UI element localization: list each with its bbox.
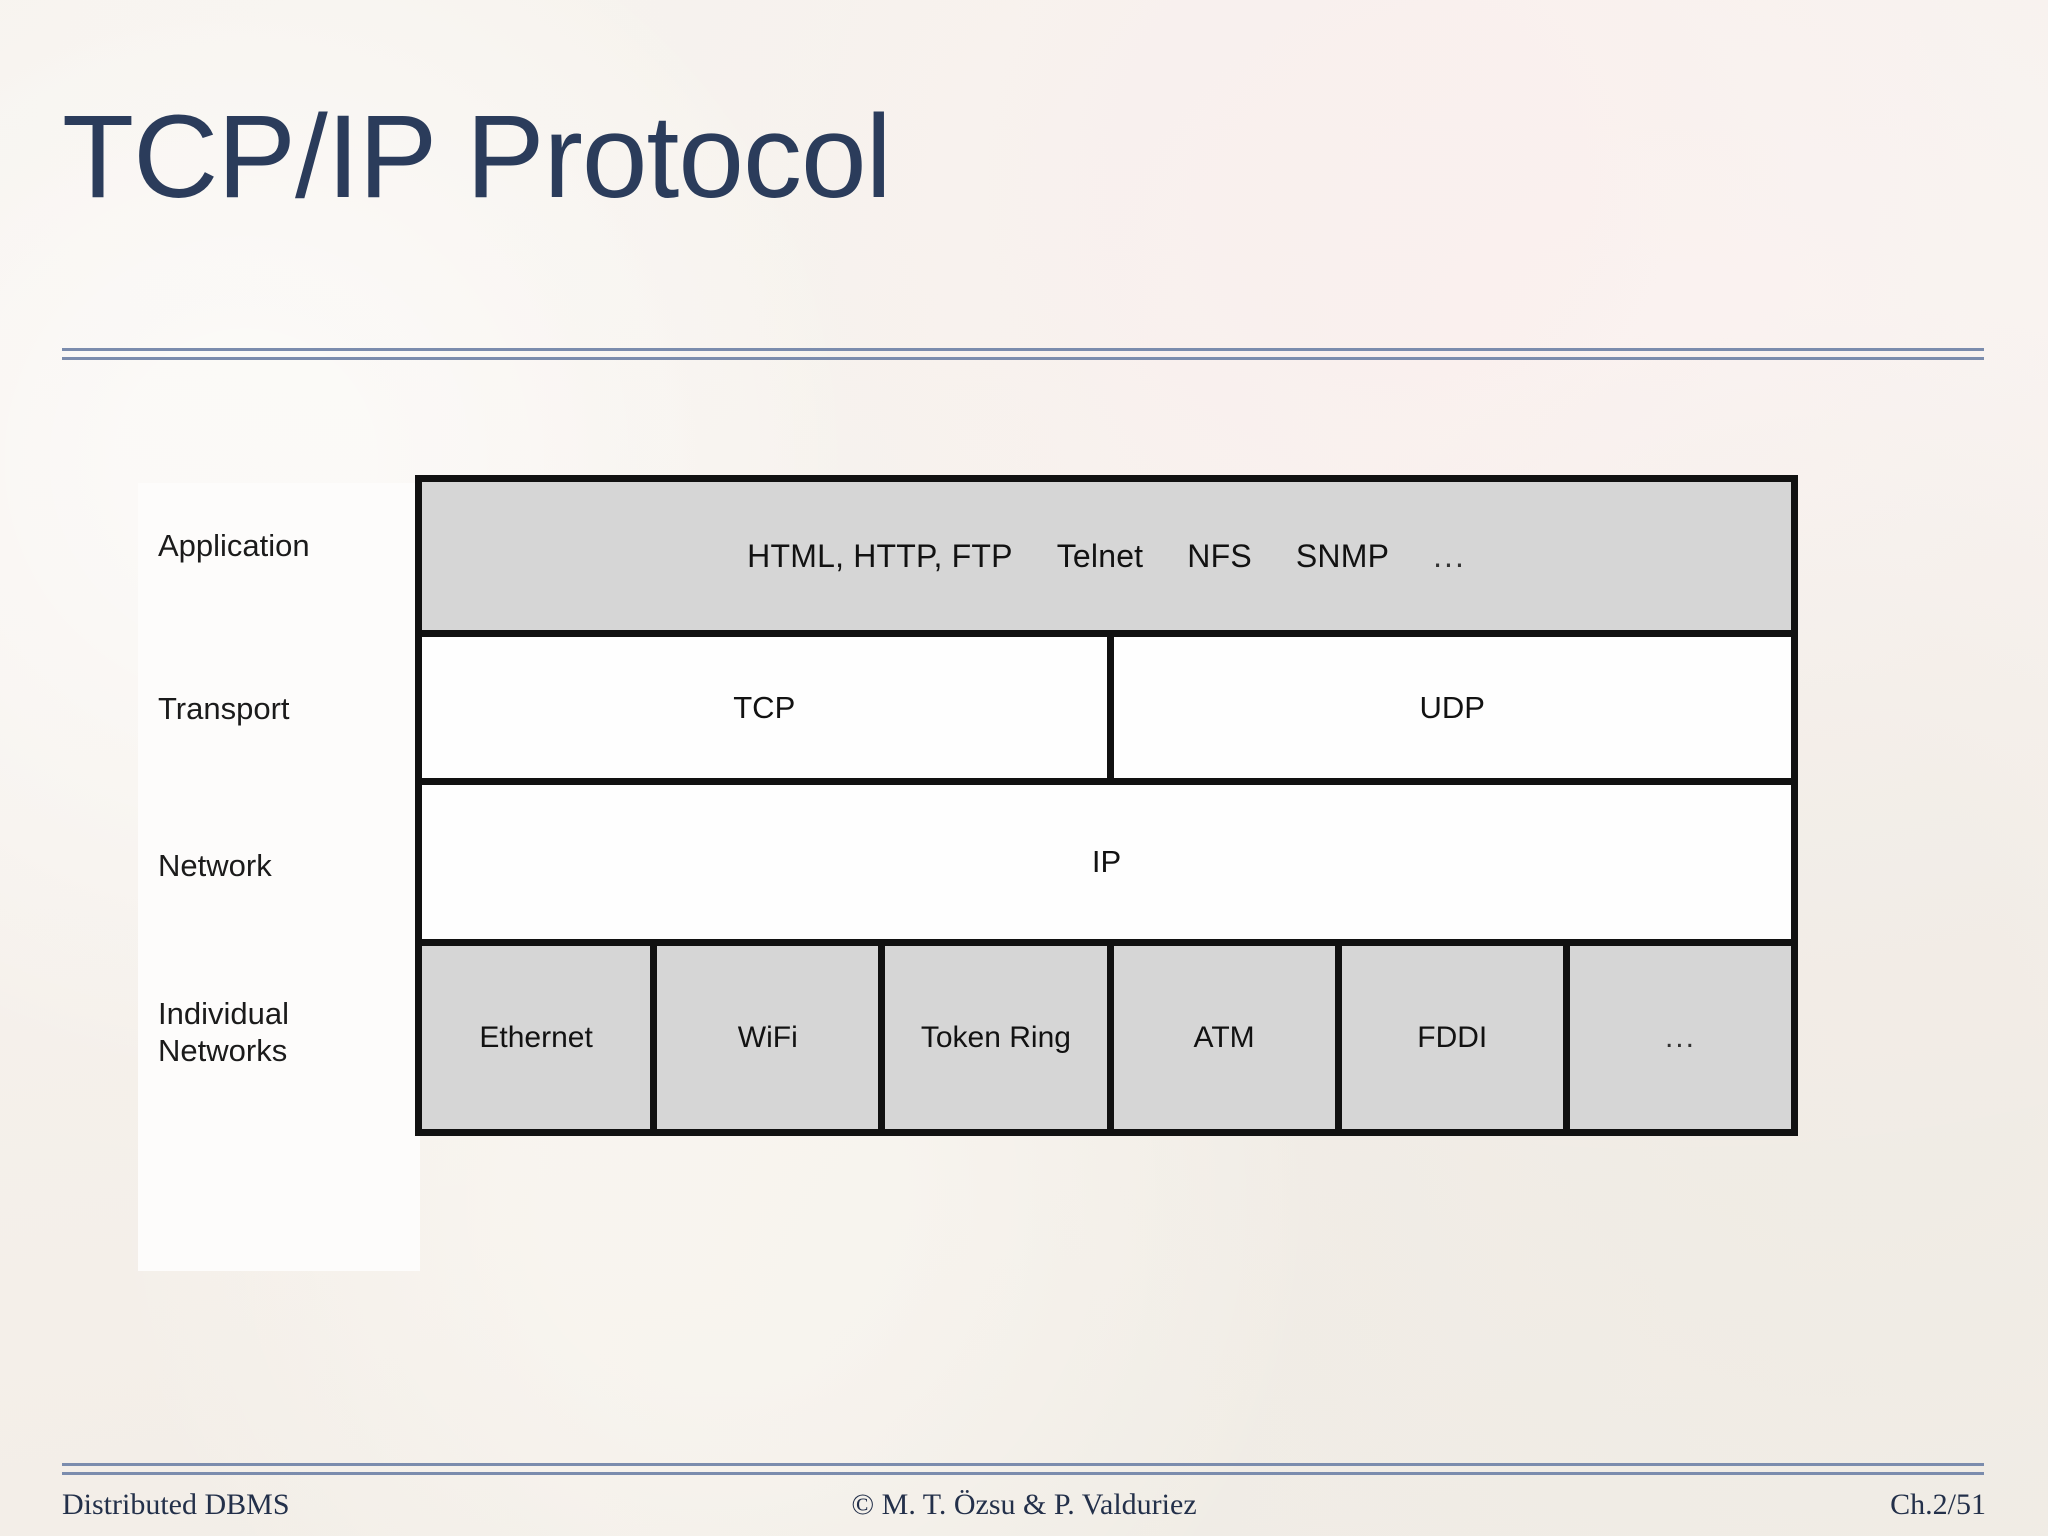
- layer-cell-udp[interactable]: UDP: [1106, 637, 1791, 778]
- layer-cell-atm[interactable]: ATM: [1106, 946, 1335, 1129]
- layer-row-transport: TCP UDP: [422, 630, 1791, 778]
- layer-label-panel: [138, 483, 420, 1271]
- layer-cell-ip[interactable]: IP: [422, 785, 1791, 939]
- application-protocol-item: HTML, HTTP, FTP: [747, 537, 1013, 574]
- layer-cell-wifi[interactable]: WiFi: [650, 946, 879, 1129]
- header-divider-line-bottom: [62, 357, 1984, 360]
- layer-row-individual-networks: Ethernet WiFi Token Ring ATM FDDI ...: [422, 939, 1792, 1129]
- application-protocol-ellipsis: ...: [1433, 537, 1466, 574]
- layer-label-application: Application: [158, 528, 310, 563]
- protocol-stack: HTML, HTTP, FTP Telnet NFS SNMP ... TCP …: [415, 475, 1798, 1136]
- layer-cell-ellipsis[interactable]: ...: [1562, 946, 1792, 1129]
- footer-page-number: Ch.2/51: [1890, 1488, 1986, 1521]
- footer-copyright: © M. T. Özsu & P. Valduriez: [851, 1488, 1197, 1521]
- page-title: TCP/IP Protocol: [62, 91, 892, 223]
- application-protocol-item: NFS: [1187, 537, 1252, 574]
- layer-cell-token-ring[interactable]: Token Ring: [878, 946, 1107, 1129]
- layer-label-individual-line1: Individual: [158, 996, 289, 1031]
- layer-cell-tcp[interactable]: TCP: [422, 637, 1107, 778]
- footer-divider: [62, 1463, 1984, 1475]
- layer-label-individual-networks: Individual Networks: [158, 996, 408, 1069]
- layer-label-individual-line2: Networks: [158, 1032, 288, 1068]
- layer-label-network: Network: [158, 848, 272, 883]
- footer-divider-line-bottom: [62, 1472, 1984, 1475]
- layer-cell-application-protocols[interactable]: HTML, HTTP, FTP Telnet NFS SNMP ...: [422, 482, 1791, 630]
- footer-course-name: Distributed DBMS: [62, 1488, 290, 1521]
- tcp-ip-layer-diagram: Application Transport Network Individual…: [138, 475, 1798, 1271]
- application-protocol-item: Telnet: [1056, 537, 1144, 574]
- application-protocol-list: HTML, HTTP, FTP Telnet NFS SNMP ...: [428, 538, 1785, 575]
- layer-cell-ethernet[interactable]: Ethernet: [422, 946, 651, 1129]
- layer-cell-fddi[interactable]: FDDI: [1334, 946, 1563, 1129]
- layer-row-network: IP: [422, 778, 1791, 939]
- layer-row-application: HTML, HTTP, FTP Telnet NFS SNMP ...: [422, 482, 1791, 630]
- footer-divider-line-top: [62, 1463, 1984, 1466]
- application-protocol-item: SNMP: [1295, 537, 1390, 574]
- header-divider-line-top: [62, 348, 1984, 351]
- header-divider: [62, 348, 1984, 360]
- layer-label-transport: Transport: [158, 691, 290, 726]
